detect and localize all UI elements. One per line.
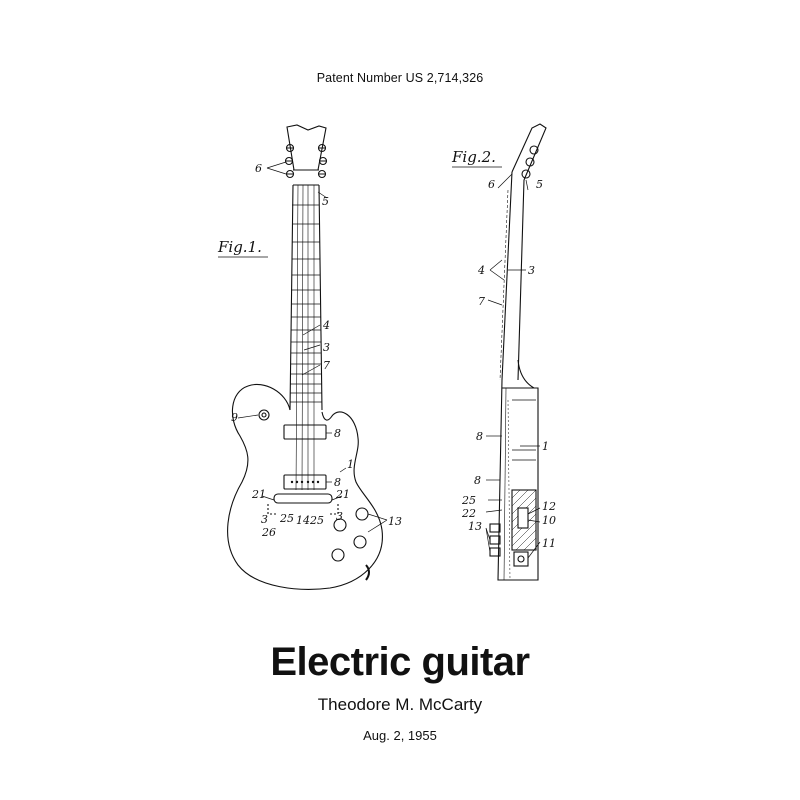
fig2-ref: 4 (477, 264, 485, 277)
fig2-ref: 10 (542, 514, 556, 527)
patent-number: Patent Number US 2,714,326 (316, 71, 484, 85)
fig2-ref: 22 (461, 507, 476, 520)
fig2-ref: 1 (542, 440, 549, 453)
fig2-ref: 5 (536, 178, 543, 191)
fig1-label: Fig.1. (217, 238, 262, 256)
fig1-ref: 3 (336, 510, 343, 523)
fig2-label: Fig.2. (451, 148, 496, 166)
fig2-ref: 12 (542, 500, 556, 513)
fig2-side-view: Fig.2. 6 5 4 3 7 8 1 8 25 22 12 10 13 11 (451, 123, 556, 581)
fig1-ref: 6 (255, 162, 262, 175)
fig1-ref: 1 (347, 458, 354, 471)
fig2-ref: 25 (461, 494, 476, 507)
fig2-ref: 7 (478, 295, 485, 308)
page-title: Electric guitar (270, 640, 530, 684)
fig1-ref: 26 (261, 526, 276, 539)
fig2-ref: 8 (474, 474, 481, 487)
fig1-ref: 8 (334, 427, 341, 440)
fig1-ref: 21 (251, 488, 266, 501)
fig1-ref: 7 (323, 359, 330, 372)
fig1-front-view: Fig.1. 6 5 4 3 7 9 8 1 8 21 21 3 25 14 2… (217, 124, 402, 590)
fig1-ref: 3 (261, 513, 268, 526)
fig2-ref: 3 (528, 264, 535, 277)
fig1-ref: 25 (309, 514, 324, 527)
fig1-ref: 9 (231, 411, 238, 424)
fig1-ref: 14 (296, 514, 310, 527)
fig1-ref: 3 (323, 341, 330, 354)
fig1-ref: 21 (335, 488, 350, 501)
fig2-ref: 11 (542, 537, 556, 550)
fig1-ref: 13 (388, 515, 402, 528)
patent-drawing: Fig.1. 6 5 4 3 7 9 8 1 8 21 21 3 25 14 2… (217, 123, 556, 590)
patent-date: Aug. 2, 1955 (363, 728, 437, 743)
fig1-ref: 4 (322, 319, 330, 332)
fig2-ref: 8 (476, 430, 483, 443)
fig1-ref: 8 (334, 476, 341, 489)
inventor-name: Theodore M. McCarty (317, 695, 483, 714)
fig1-ref: 25 (279, 512, 294, 525)
fig1-ref: 5 (322, 195, 329, 208)
fig2-ref: 13 (468, 520, 482, 533)
fig2-ref: 6 (488, 178, 495, 191)
